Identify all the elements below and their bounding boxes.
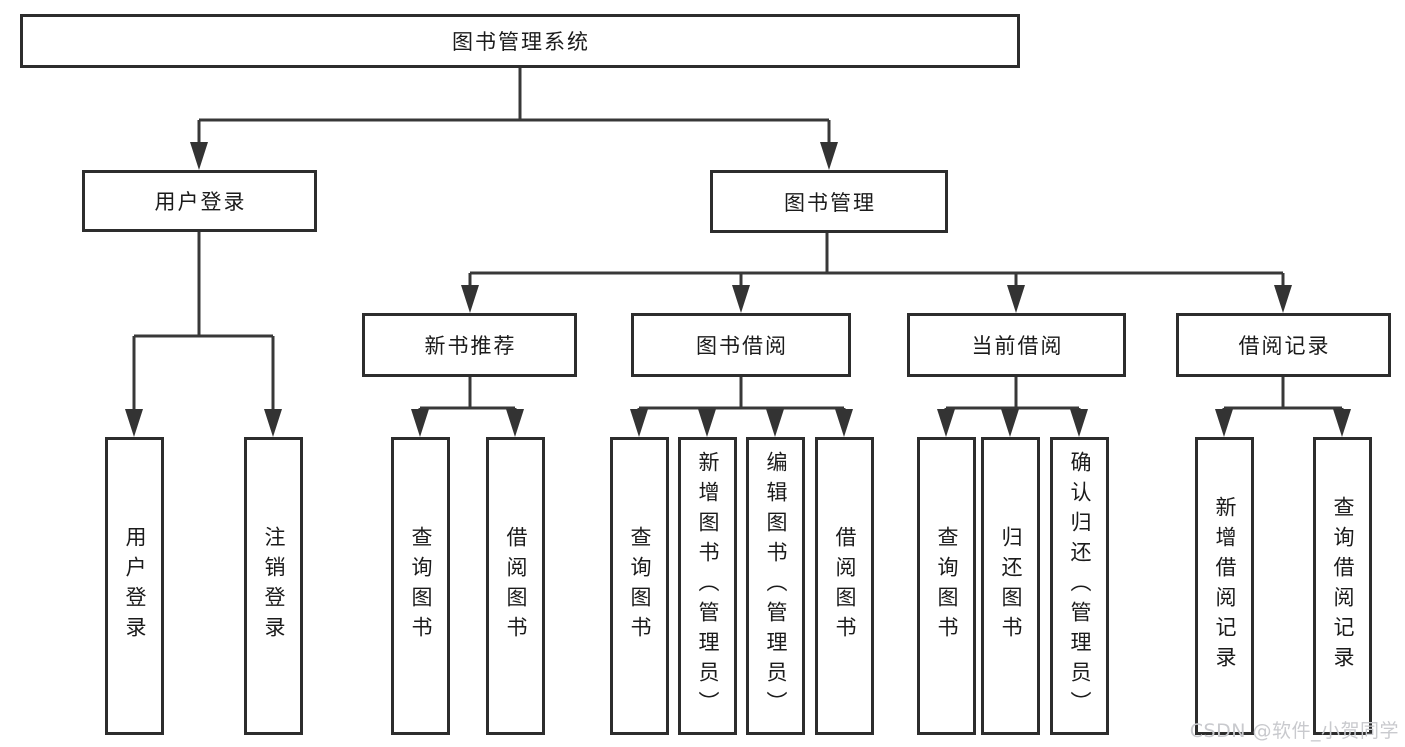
leaf-current-query-books-label: 查询图书	[935, 526, 959, 646]
leaf-records-query-borrow-record-label: 查询借阅记录	[1331, 496, 1355, 676]
leaf-recommend-borrow-books: 借阅图书	[486, 437, 545, 735]
node-book-borrow-label: 图书借阅	[696, 334, 788, 358]
node-book-borrow: 图书借阅	[631, 313, 851, 377]
connector-book-management-to-level3	[468, 233, 1285, 291]
node-borrow-records: 借阅记录	[1176, 313, 1391, 377]
node-current-borrow-label: 当前借阅	[971, 334, 1064, 358]
leaf-user-login-label: 用户登录	[123, 526, 147, 646]
leaf-borrow-borrow-books-label: 借阅图书	[833, 526, 857, 646]
leaf-current-return-books-label: 归还图书	[999, 526, 1023, 646]
leaf-borrow-query-books: 查询图书	[610, 437, 669, 735]
leaf-borrow-add-books-admin-label: 新增图书（管理员）	[696, 451, 720, 721]
leaf-logout-login: 注销登录	[244, 437, 303, 735]
leaf-logout-login-label: 注销登录	[262, 526, 286, 646]
leaf-records-query-borrow-record: 查询借阅记录	[1313, 437, 1372, 735]
node-user-login-label: 用户登录	[154, 190, 247, 214]
node-current-borrow: 当前借阅	[907, 313, 1126, 377]
node-borrow-records-label: 借阅记录	[1238, 334, 1331, 358]
leaf-recommend-query-books: 查询图书	[391, 437, 450, 735]
leaf-user-login: 用户登录	[105, 437, 164, 735]
leaf-records-add-borrow-record-label: 新增借阅记录	[1213, 496, 1237, 676]
leaf-borrow-borrow-books: 借阅图书	[815, 437, 874, 735]
leaf-records-add-borrow-record: 新增借阅记录	[1195, 437, 1254, 735]
connector-root-to-level2	[197, 68, 831, 146]
leaf-current-return-books: 归还图书	[981, 437, 1040, 735]
watermark: CSDN @软件_小贺同学	[1189, 720, 1399, 742]
node-root-system: 图书管理系统	[20, 14, 1020, 68]
leaf-recommend-query-books-label: 查询图书	[409, 526, 433, 646]
leaf-current-confirm-return-admin: 确认归还（管理员）	[1050, 437, 1109, 735]
node-new-book-recommend-label: 新书推荐	[424, 334, 517, 358]
leaf-borrow-add-books-admin: 新增图书（管理员）	[678, 437, 737, 735]
leaf-recommend-borrow-books-label: 借阅图书	[504, 526, 528, 646]
leaf-current-query-books: 查询图书	[917, 437, 976, 735]
node-user-login: 用户登录	[82, 170, 317, 232]
node-book-management: 图书管理	[710, 170, 948, 233]
arrowheads	[125, 142, 1351, 437]
node-root-label: 图书管理系统	[452, 30, 590, 54]
connector-user-login-to-leaves	[132, 232, 275, 413]
leaf-current-confirm-return-admin-label: 确认归还（管理员）	[1068, 451, 1092, 721]
connector-level3-to-leaves	[418, 377, 1344, 413]
node-new-book-recommend: 新书推荐	[362, 313, 577, 377]
leaf-borrow-edit-books-admin: 编辑图书（管理员）	[746, 437, 805, 735]
leaf-borrow-query-books-label: 查询图书	[628, 526, 652, 646]
node-book-management-label: 图书管理	[784, 190, 876, 215]
leaf-borrow-edit-books-admin-label: 编辑图书（管理员）	[764, 451, 788, 721]
